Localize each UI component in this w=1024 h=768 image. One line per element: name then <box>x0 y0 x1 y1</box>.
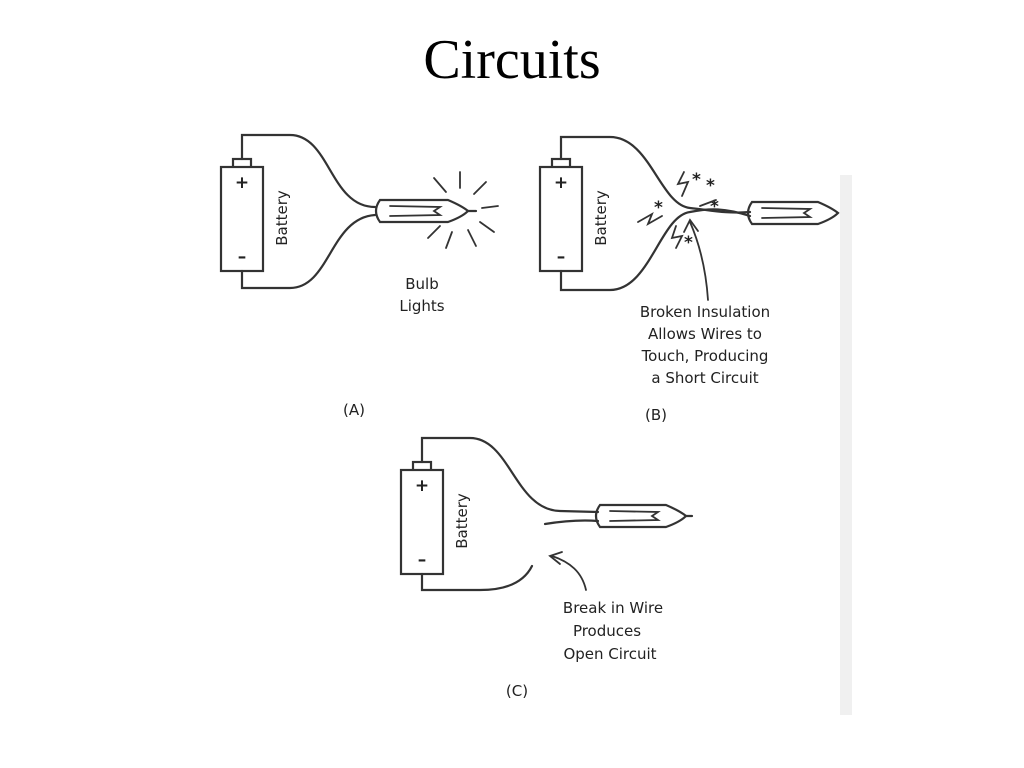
panel-b: + – Battery * * * * * Broken Insulation … <box>538 135 840 424</box>
wire-top <box>420 436 600 514</box>
bulb-c <box>594 503 694 529</box>
arrow-c <box>551 555 587 591</box>
wire-stub <box>543 519 600 526</box>
spark-star: * <box>706 176 715 196</box>
arrow-c-head <box>548 551 563 565</box>
light-rays <box>427 171 499 249</box>
wire-bottom <box>240 213 377 290</box>
caption-c: (C) <box>506 682 528 700</box>
wire-bottom-broken <box>420 564 534 592</box>
plus-sign: + <box>415 476 429 496</box>
battery-label: Battery <box>453 493 471 549</box>
battery-body <box>219 165 265 273</box>
battery-c: + – Battery <box>399 460 471 576</box>
battery-b: + – Battery <box>538 157 610 273</box>
arrow-b <box>689 221 709 301</box>
caption-a: (A) <box>343 401 365 419</box>
minus-sign: – <box>238 247 247 267</box>
minus-sign: – <box>557 247 566 267</box>
spark-star: * <box>654 198 663 218</box>
arrow-b-head <box>683 218 699 233</box>
wire-top <box>240 133 377 209</box>
note-c-line3: Open Circuit <box>563 645 656 663</box>
spark-star: * <box>684 233 693 253</box>
spark-star: * <box>692 170 701 190</box>
battery-body <box>538 165 584 273</box>
battery-label: Battery <box>273 190 291 246</box>
wire-bottom <box>559 208 752 292</box>
bulb-glass <box>746 200 840 226</box>
bulb-filament <box>761 207 813 219</box>
battery-label: Battery <box>592 190 610 246</box>
minus-sign: – <box>418 550 427 570</box>
note-a-line2: Lights <box>399 297 444 315</box>
bulb-filament <box>389 205 443 217</box>
bulb-b <box>746 200 840 226</box>
caption-b: (B) <box>645 406 667 424</box>
bulb-a <box>374 198 478 224</box>
note-c-line1: Break in Wire <box>563 599 663 617</box>
panel-a: + – Battery Bulb Lights (A) <box>219 133 499 419</box>
spark-star: * <box>710 197 719 217</box>
sparks: * * * * * <box>637 170 719 253</box>
scan-edge <box>840 175 852 715</box>
plus-sign: + <box>554 173 568 193</box>
slide-title: Circuits <box>423 29 601 91</box>
bulb-filament <box>609 510 661 522</box>
wire-top <box>559 135 752 214</box>
note-b-line1: Broken Insulation <box>640 303 770 321</box>
note-b-line2: Allows Wires to <box>648 325 762 343</box>
battery-a: + – Battery <box>219 157 291 273</box>
bulb-glass <box>374 198 470 224</box>
bulb-glass <box>594 503 688 529</box>
battery-body <box>399 468 445 576</box>
note-b-line3: Touch, Producing <box>641 347 769 365</box>
note-b-line4: a Short Circuit <box>651 369 758 387</box>
note-a-line1: Bulb <box>405 275 439 293</box>
panel-c: + – Battery Break in Wire Produces Open … <box>399 436 694 700</box>
note-c-line2: Produces <box>573 622 641 640</box>
plus-sign: + <box>235 173 249 193</box>
